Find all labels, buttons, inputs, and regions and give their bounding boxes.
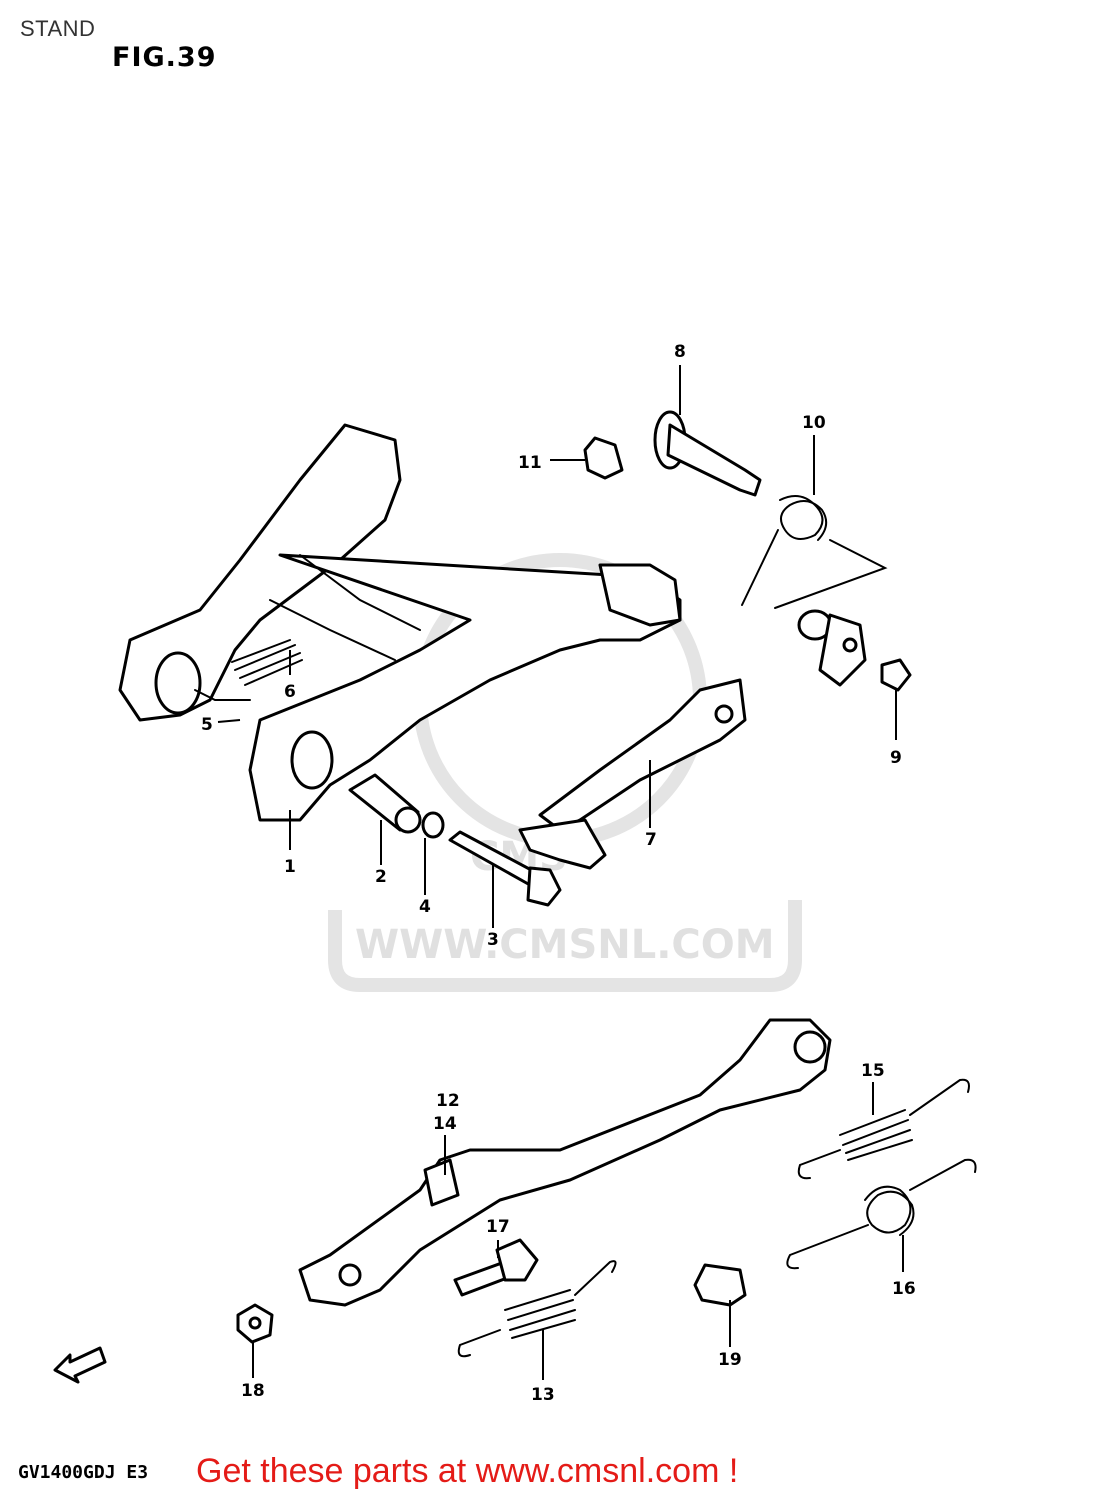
part-18-nut[interactable] — [236, 1303, 274, 1344]
callout-4: 4 — [419, 897, 431, 917]
part-2-collar[interactable] — [348, 773, 422, 834]
part-13-spring[interactable] — [457, 1260, 617, 1358]
figure-title: FIG.39 — [112, 42, 217, 73]
part-7-stand-lever[interactable] — [518, 678, 747, 870]
callout-16: 16 — [892, 1279, 916, 1299]
forward-arrow-icon — [53, 1346, 107, 1384]
part-15-spring[interactable] — [797, 1078, 970, 1180]
get-parts-link[interactable]: Get these parts at www.cmsnl.com ! — [196, 1452, 739, 1490]
watermark-url: WWW.CMSNL.COM — [355, 922, 775, 968]
callout-12: 12 — [436, 1091, 460, 1111]
callout-2: 2 — [375, 867, 387, 887]
callout-6: 6 — [284, 682, 296, 702]
section-title: STAND — [20, 16, 96, 41]
callout-8: 8 — [674, 342, 686, 362]
part-19-collar[interactable] — [693, 1263, 747, 1307]
callout-labels: 1 2 3 4 5 6 7 8 9 10 11 12 13 14 15 16 1… — [201, 342, 916, 1405]
callout-14: 14 — [433, 1114, 457, 1134]
callout-5: 5 — [201, 715, 213, 735]
part-6-spring[interactable] — [194, 639, 303, 701]
callout-3: 3 — [487, 930, 499, 950]
callout-17: 17 — [486, 1217, 510, 1237]
callout-15: 15 — [861, 1061, 885, 1081]
callout-11: 11 — [518, 453, 542, 473]
callout-13: 13 — [531, 1385, 555, 1405]
callout-7: 7 — [645, 830, 657, 850]
leader-lines — [217, 365, 904, 1380]
part-11-cap-nut[interactable] — [583, 436, 624, 480]
part-3-bolt[interactable] — [448, 830, 562, 907]
callout-19: 19 — [718, 1350, 742, 1370]
part-4-washer[interactable] — [421, 811, 445, 839]
part-16-spring[interactable] — [786, 1158, 977, 1270]
callout-1: 1 — [284, 857, 296, 877]
callout-18: 18 — [241, 1381, 265, 1401]
part-12-side-stand[interactable] — [298, 1018, 832, 1307]
part-9-nut-assembly[interactable] — [797, 609, 912, 692]
part-17-stud-bolt[interactable] — [453, 1238, 539, 1297]
callout-10: 10 — [802, 413, 826, 433]
part-1-center-stand[interactable] — [118, 423, 682, 822]
model-code: GV1400GDJ E3 — [18, 1462, 149, 1483]
part-10-spring[interactable] — [741, 495, 888, 609]
callout-9: 9 — [890, 748, 902, 768]
part-8-pivot-shaft[interactable] — [653, 410, 762, 497]
